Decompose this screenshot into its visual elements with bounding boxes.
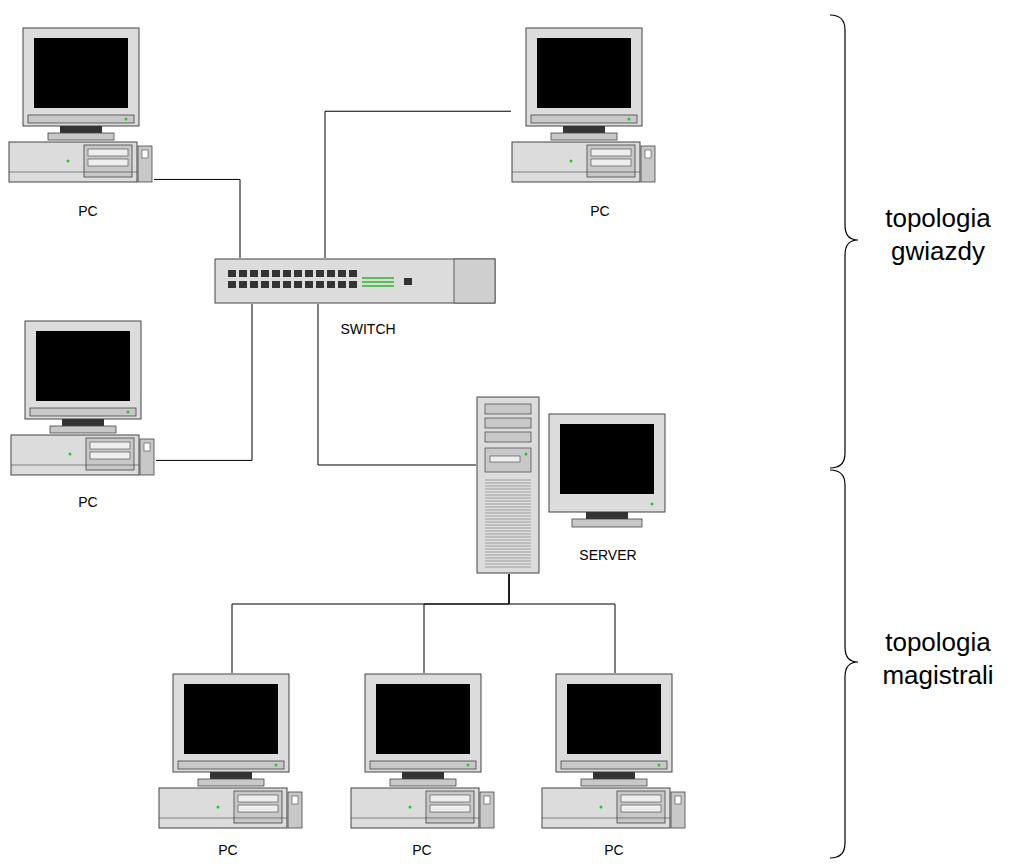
switch-icon xyxy=(214,258,496,304)
network-cable xyxy=(424,574,509,673)
pc-icon xyxy=(511,27,657,183)
pc-icon xyxy=(541,673,687,829)
network-cable xyxy=(318,304,476,465)
topology-label: topologia magistrali xyxy=(874,626,1002,691)
pc-icon xyxy=(158,673,304,829)
pc-node: PC xyxy=(8,27,154,183)
pc-icon xyxy=(350,673,496,829)
pc-node: PC xyxy=(511,27,657,183)
device-label: PC xyxy=(588,204,611,219)
device-label: PC xyxy=(76,204,99,219)
brace xyxy=(830,470,858,858)
pc-node: PC xyxy=(350,673,496,829)
device-label: PC xyxy=(216,843,239,858)
device-label: PC xyxy=(410,843,433,858)
network-cable xyxy=(325,111,511,258)
device-label: SERVER xyxy=(577,548,638,563)
pc-node: PC xyxy=(10,320,156,476)
pc-icon xyxy=(10,320,156,476)
network-cable xyxy=(232,574,509,673)
device-label: PC xyxy=(602,843,625,858)
brace xyxy=(830,15,858,468)
server-icon xyxy=(476,396,668,574)
topology-label: topologia gwiazdy xyxy=(874,202,1002,267)
server-node: SERVER xyxy=(476,396,668,574)
device-label: SWITCH xyxy=(338,322,397,337)
pc-icon xyxy=(8,27,154,183)
network-cable xyxy=(156,304,252,460)
switch-node: SWITCH xyxy=(214,258,496,304)
device-label: PC xyxy=(76,495,99,510)
pc-node: PC xyxy=(541,673,687,829)
pc-node: PC xyxy=(158,673,304,829)
network-cable xyxy=(509,574,615,673)
network-cable xyxy=(154,179,240,258)
